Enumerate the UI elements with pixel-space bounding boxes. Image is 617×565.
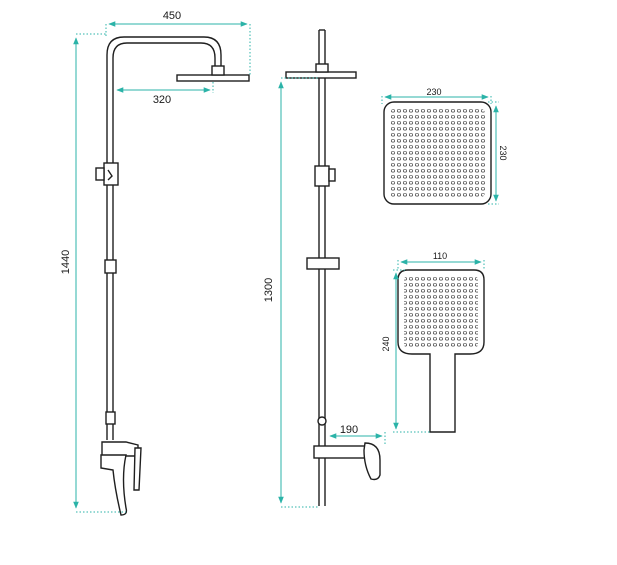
bath-spout: [100, 454, 128, 516]
bracket-knob-front: [328, 168, 336, 182]
dim-label-mixer: 190: [340, 424, 358, 436]
overhead-shower-side: [176, 74, 250, 82]
bracket-arrow: [107, 169, 113, 181]
dim-label-total-height: 1440: [60, 250, 72, 274]
mixer-body: [101, 441, 139, 457]
dim-label-rail-height: 1300: [263, 278, 275, 302]
hand-nozzle-grid: [404, 276, 478, 348]
head-hub: [315, 63, 329, 73]
diverter-front: [317, 416, 327, 426]
overhead-shower-plan: 230 230: [381, 87, 508, 205]
dim-label-hand-width: 110: [433, 251, 447, 261]
riser-pipe: [106, 36, 222, 440]
nozzle-grid: [390, 108, 485, 198]
handshower-holder: [306, 257, 340, 270]
dim-label-head-depth: 230: [498, 145, 508, 160]
dim-label-arm: 450: [163, 10, 181, 22]
mixer-lever: [133, 447, 142, 491]
head-connector: [211, 65, 225, 76]
mixer-front: [313, 445, 371, 459]
wall-bracket-front: [314, 165, 330, 187]
dim-label-head-offset: 320: [153, 94, 171, 106]
front-view: 1300 190: [263, 29, 386, 508]
dim-label-hand-length: 240: [381, 336, 391, 351]
hand-shower-plan: 110 240: [381, 251, 485, 433]
diverter-knob: [105, 411, 116, 425]
rail-joint: [104, 259, 117, 274]
overhead-shower-front: [285, 71, 357, 79]
dim-label-head-width: 230: [426, 87, 441, 97]
bracket-knob: [95, 167, 105, 181]
mixer-lever-front: [363, 442, 381, 481]
side-view: 450 320 1440: [60, 10, 251, 516]
